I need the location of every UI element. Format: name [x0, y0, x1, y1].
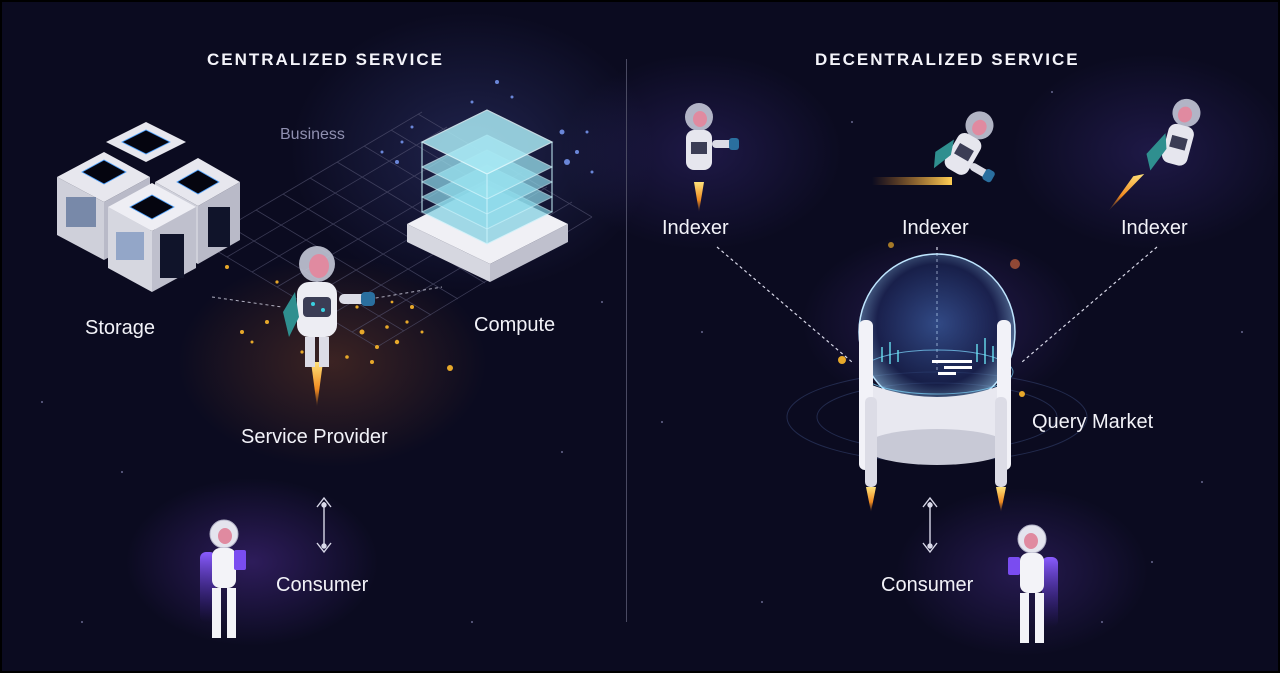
- astronaut-icon: [283, 246, 375, 407]
- indexer-label-2: Indexer: [902, 217, 969, 239]
- service-provider-label: Service Provider: [241, 426, 388, 448]
- consumer-label-right: Consumer: [881, 574, 974, 596]
- astronaut-icon: [1008, 524, 1058, 643]
- section-divider: [626, 59, 627, 622]
- indexer-label-3: Indexer: [1121, 217, 1188, 239]
- astronaut-icon: [872, 111, 995, 185]
- decentralized-title: DECENTRALIZED SERVICE: [815, 50, 1080, 69]
- server-icon: [57, 122, 240, 292]
- consumer-label-left: Consumer: [276, 574, 369, 596]
- globe-icon: [786, 242, 1088, 512]
- query-market-label: Query Market: [1032, 411, 1154, 433]
- astronaut-icon: [685, 103, 739, 212]
- compute-particles: [380, 80, 594, 174]
- indexer-label-1: Indexer: [662, 217, 729, 239]
- compute-label: Compute: [474, 314, 556, 336]
- compute-stack-icon: [407, 109, 568, 282]
- storage-label: Storage: [85, 317, 156, 339]
- updown-arrow-icon: [316, 496, 938, 554]
- astronaut-icon: [200, 519, 246, 638]
- business-label: Business: [280, 126, 345, 143]
- gold-sparks: [225, 265, 453, 371]
- astronaut-icon: [1108, 98, 1201, 211]
- centralized-title: CENTRALIZED SERVICE: [207, 50, 444, 69]
- starfield: [41, 91, 1243, 623]
